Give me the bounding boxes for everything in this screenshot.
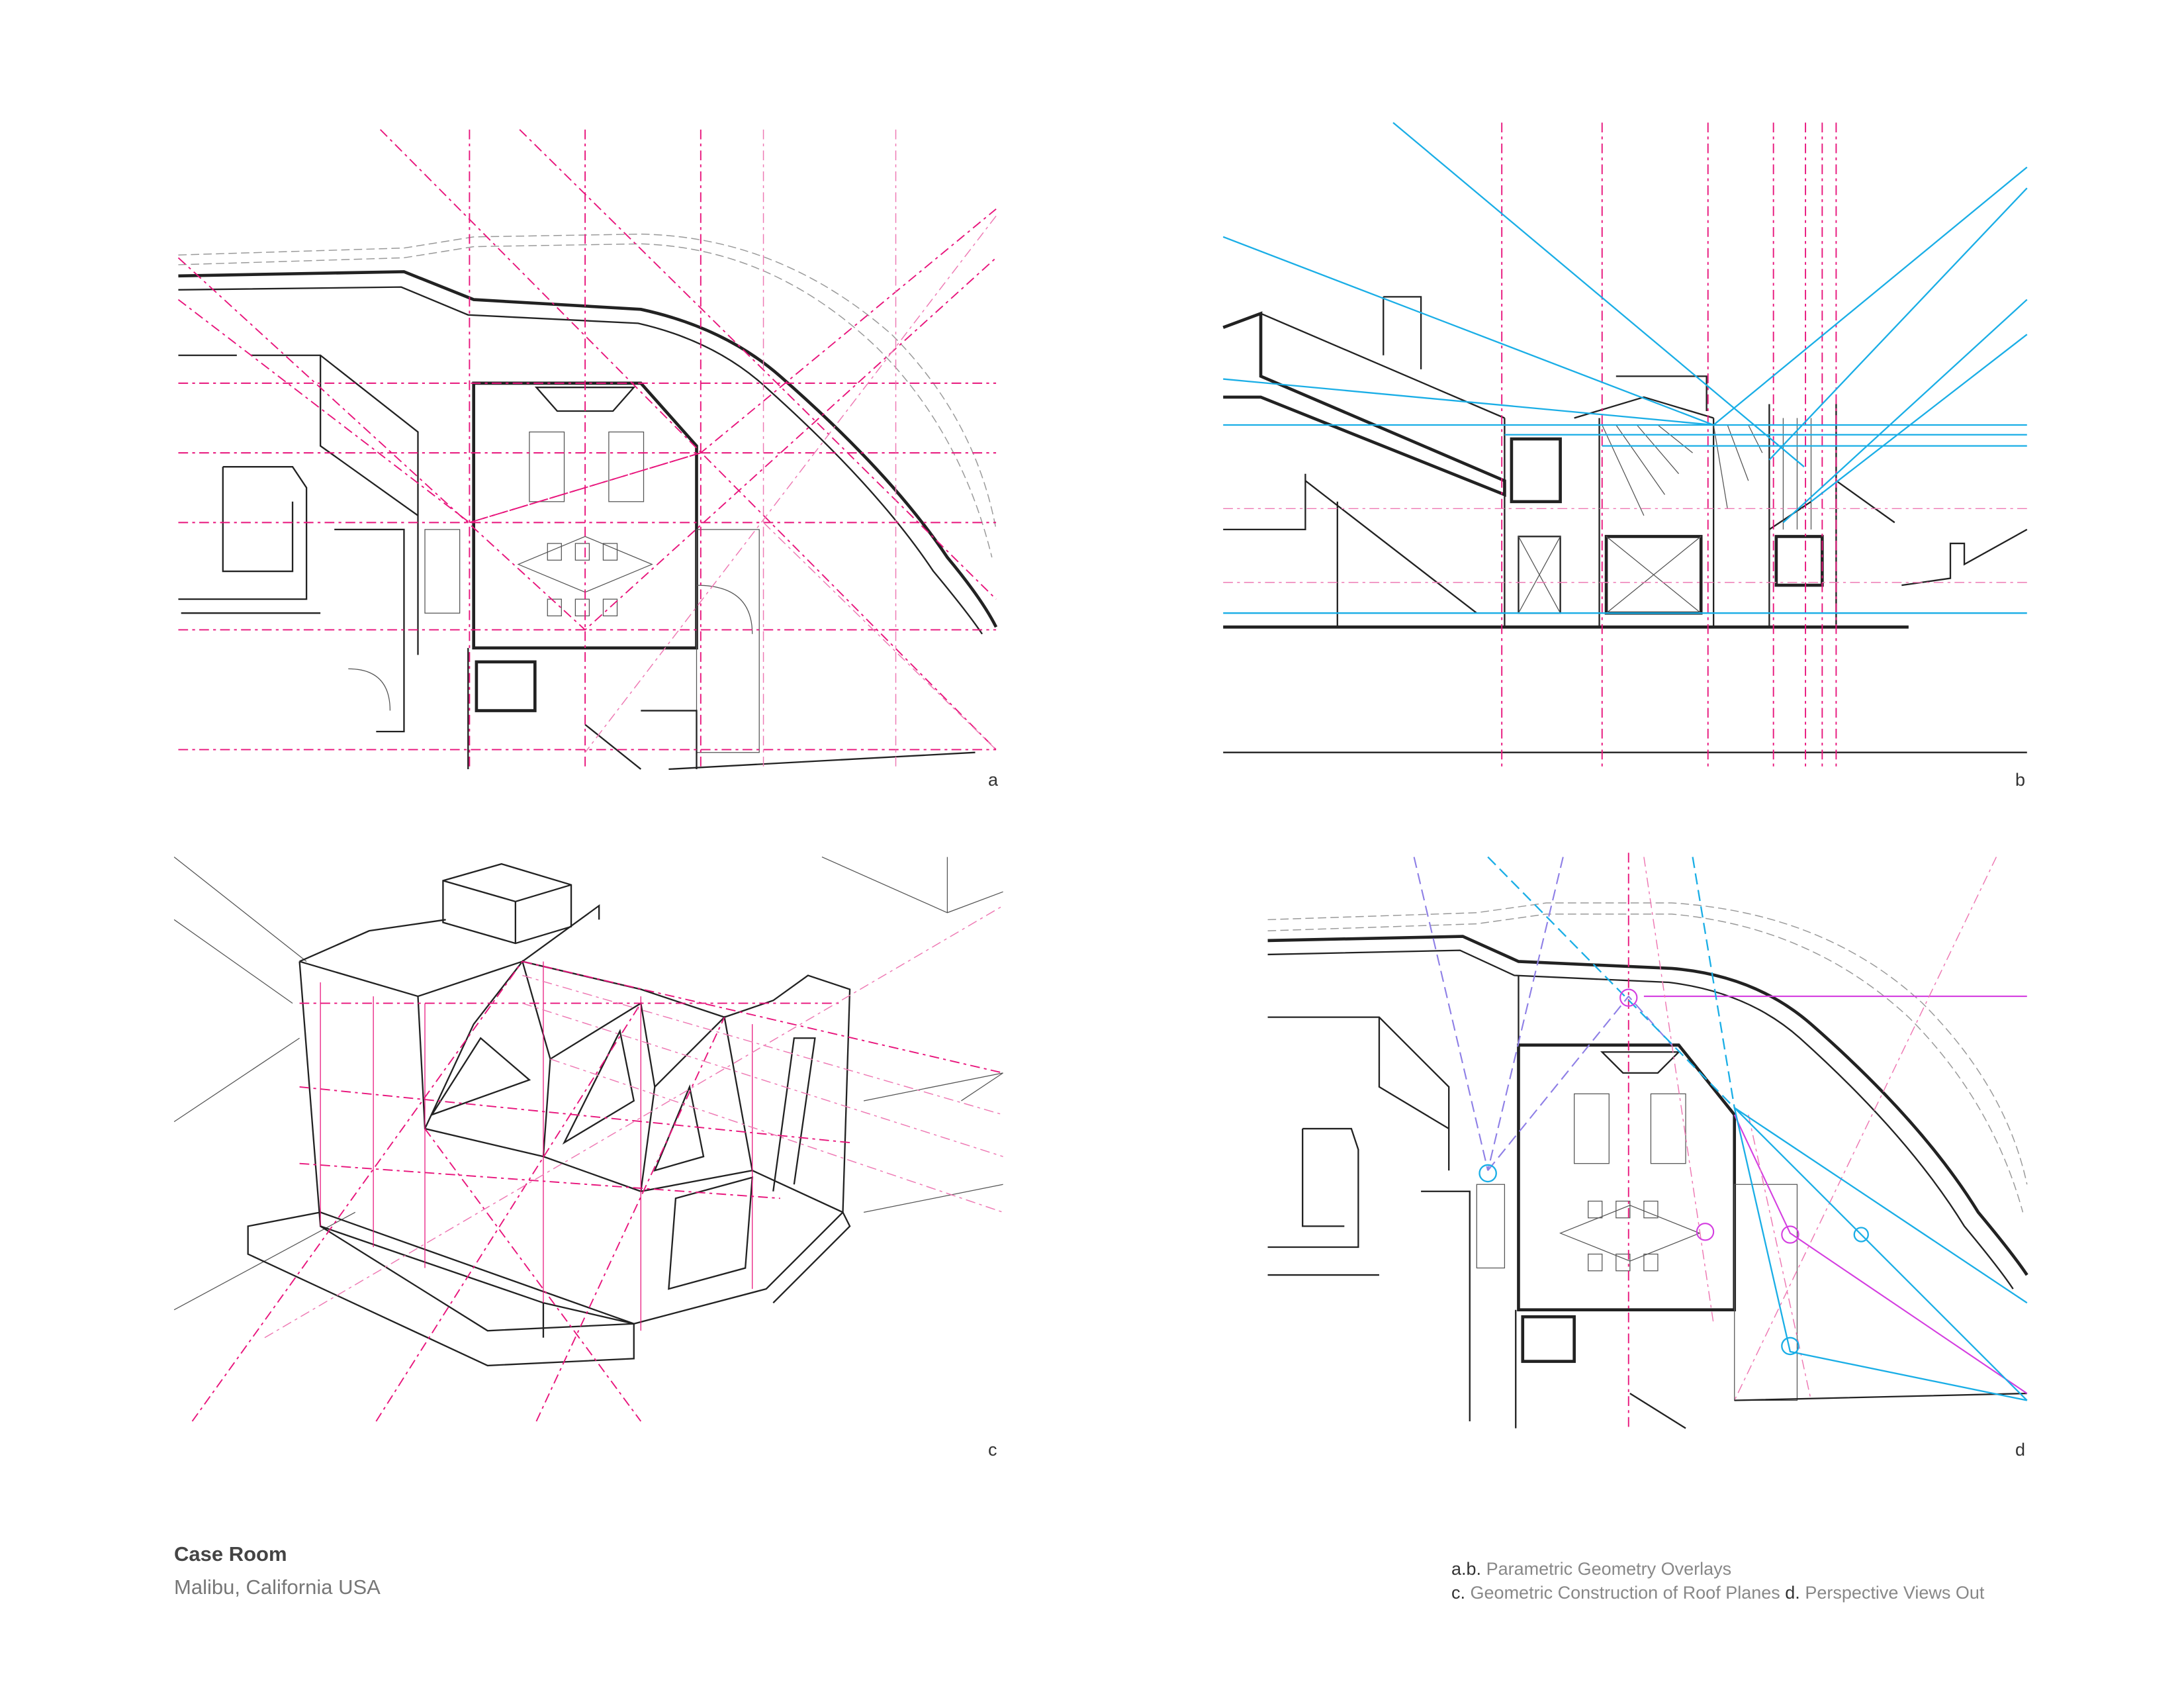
panel-c-roof-construction: [173, 856, 1003, 1422]
project-location: Malibu, California USA: [174, 1575, 381, 1599]
panel-d-views-out: [1267, 853, 2028, 1429]
project-title: Case Room: [174, 1542, 287, 1566]
caption-line-2: c. Geometric Construction of Roof Planes…: [1451, 1583, 1984, 1603]
caption-text-d: Perspective Views Out: [1805, 1583, 1985, 1603]
caption-key-c: c.: [1451, 1583, 1466, 1603]
panel-label-c: c: [988, 1440, 997, 1460]
caption-text-ab: Parametric Geometry Overlays: [1486, 1559, 1732, 1579]
panel-label-b: b: [2015, 770, 2026, 790]
panel-b-elevation-overlay: [1222, 122, 2028, 769]
panel-label-d: d: [2015, 1440, 2026, 1460]
caption-key-d: d.: [1785, 1583, 1800, 1603]
panel-label-a: a: [988, 770, 999, 790]
caption-line-1: a.b. Parametric Geometry Overlays: [1451, 1559, 1731, 1579]
caption-key-ab: a.b.: [1451, 1559, 1482, 1579]
caption-text-c: Geometric Construction of Roof Planes: [1470, 1583, 1780, 1603]
panel-a-plan-overlay: [177, 129, 998, 771]
